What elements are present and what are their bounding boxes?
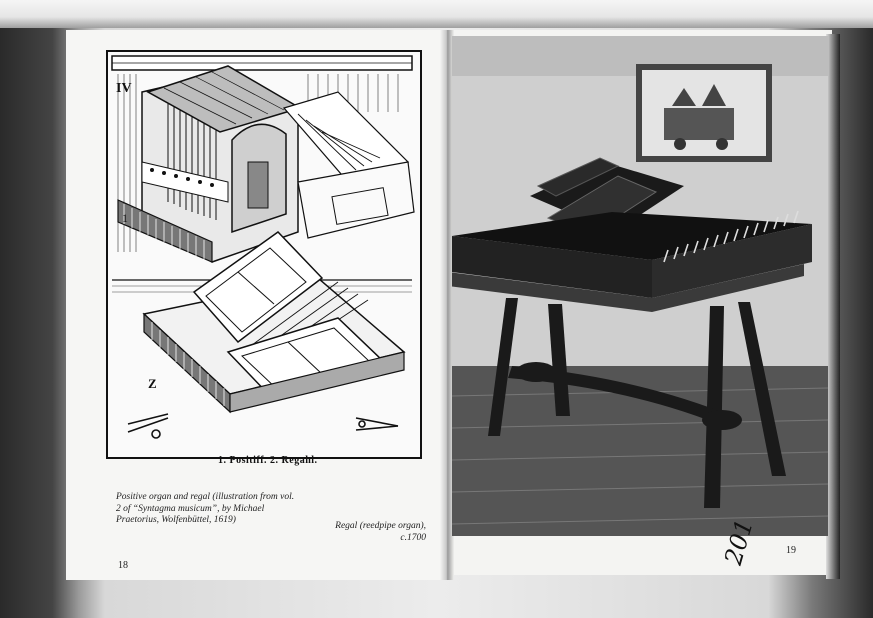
right-caption-line-1: Regal (reedpipe organ), — [335, 521, 426, 531]
scan-top-margin — [0, 0, 873, 28]
tongs-icon — [355, 417, 399, 431]
woodcut-illustration: IV — [106, 50, 422, 459]
page-number-left: 18 — [118, 560, 128, 571]
figure-label-1: 1 — [122, 211, 128, 225]
illustration-inscription: 1. Positiff. 2. Regahl. — [218, 455, 318, 466]
page-number-right: 19 — [786, 545, 796, 556]
wall-picture — [636, 64, 772, 162]
regal-photograph — [448, 36, 829, 536]
figure-label-z: Z — [148, 376, 157, 391]
left-caption: Positive organ and regal (illustration f… — [116, 492, 295, 525]
plate-label-iv: IV — [116, 81, 132, 96]
photo-drawing — [448, 36, 829, 536]
woodcut-drawing: IV — [111, 55, 415, 439]
regal-instrument — [448, 157, 812, 312]
table-stand — [488, 298, 786, 508]
right-page-edge — [826, 34, 840, 579]
right-caption: Regal (reedpipe organ), c.1700 — [310, 521, 426, 544]
right-caption-line-2: c.1700 — [400, 532, 426, 543]
book-gutter — [440, 30, 454, 580]
pliers-icon — [127, 413, 169, 439]
